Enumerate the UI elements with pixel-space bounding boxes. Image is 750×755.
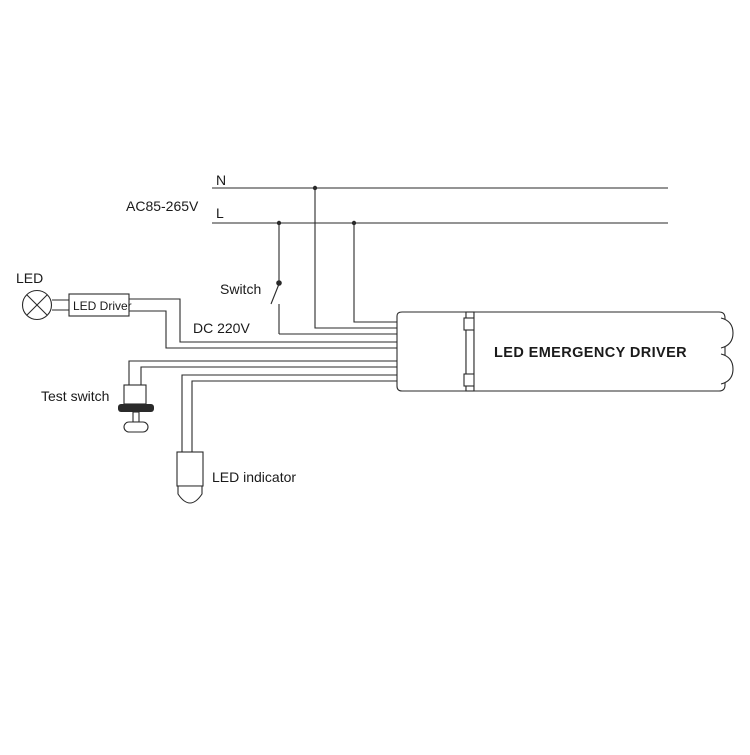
led-driver-label: LED Driver bbox=[73, 299, 132, 313]
indicator-wire-1 bbox=[181, 374, 397, 452]
indicator-wire-2 bbox=[191, 380, 397, 452]
neutral-feed-wire bbox=[314, 188, 397, 329]
emergency-driver-unit bbox=[396, 311, 734, 392]
dc-output-label: DC 220V bbox=[193, 320, 250, 336]
emergency-driver-label: LED EMERGENCY DRIVER bbox=[494, 345, 687, 361]
led-driver-box bbox=[68, 293, 130, 317]
neutral-label: N bbox=[216, 172, 226, 188]
led-indicator-icon bbox=[176, 451, 204, 504]
dc-output-wire-1 bbox=[129, 298, 397, 343]
dc-output-wire-2 bbox=[129, 310, 397, 349]
switch-label: Switch bbox=[220, 281, 261, 297]
test-switch-wire-1 bbox=[128, 360, 397, 385]
led-indicator-label: LED indicator bbox=[212, 469, 296, 485]
live-feed-wire bbox=[353, 223, 397, 323]
switch-symbol bbox=[270, 223, 397, 335]
led-lamp-icon bbox=[21, 289, 69, 321]
ac-supply-label: AC85-265V bbox=[126, 198, 199, 214]
live-label: L bbox=[216, 205, 224, 221]
test-switch-wire-2 bbox=[140, 366, 397, 385]
test-switch-label: Test switch bbox=[41, 388, 109, 404]
led-label: LED bbox=[16, 270, 43, 286]
test-switch-icon bbox=[118, 384, 154, 433]
